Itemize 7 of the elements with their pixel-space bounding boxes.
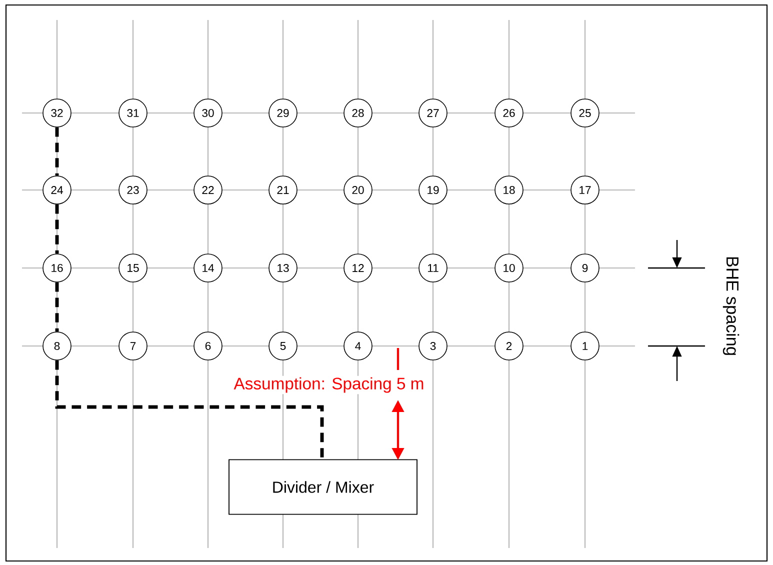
pipe-line (55, 360, 324, 460)
pipe-line (55, 204, 59, 254)
pipe-line (55, 282, 59, 332)
process-box: Divider / Mixer (228, 459, 418, 515)
pipe-line (55, 127, 59, 176)
dimension-label: BHE spacing (722, 257, 740, 355)
annotation-text: Assumption: Spacing 5 m (232, 376, 426, 394)
